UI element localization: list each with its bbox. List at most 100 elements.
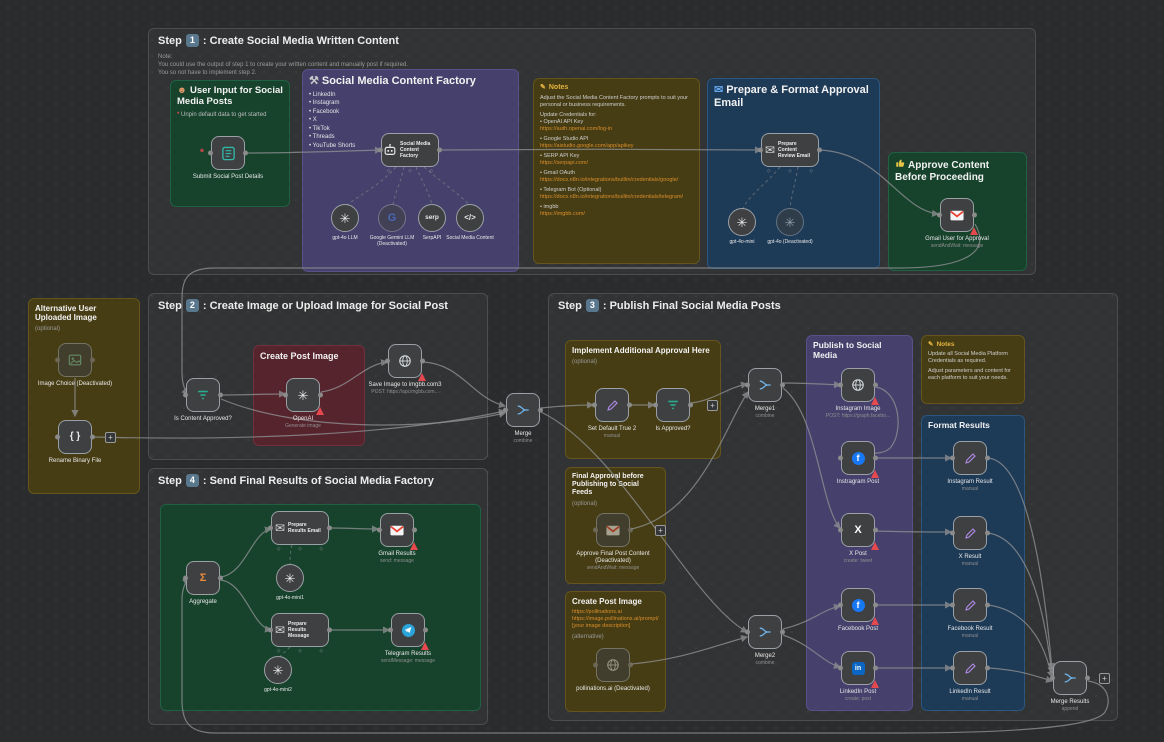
node-prepare-results-email[interactable]: ✉Prepare Results Email◇◇◇ — [271, 511, 329, 551]
warning-badge — [316, 407, 324, 415]
node-label-text: Save Image to imgbb.com3 — [368, 382, 442, 388]
node-gpt-4o[interactable]: ✳gpt-4o (Deactivated) — [767, 208, 813, 245]
node-body[interactable]: f — [841, 441, 879, 478]
node-body[interactable] — [186, 378, 220, 412]
node-body[interactable] — [596, 513, 630, 547]
node-body[interactable] — [58, 343, 92, 377]
sticky-body-line: Adjust parameters and content for each p… — [928, 368, 1011, 382]
node-prepare-content-review-email[interactable]: ✉Prepare Content Review Email◇◇◇ — [761, 133, 819, 173]
node-rename-binary-file[interactable]: { }Rename Binary File — [49, 420, 101, 464]
node-body[interactable] — [748, 615, 782, 649]
node-body[interactable] — [953, 516, 987, 550]
node-body[interactable]: X — [841, 513, 879, 550]
diamond-port: ◇ — [429, 168, 433, 173]
node-body[interactable]: f — [841, 588, 879, 625]
node-body[interactable] — [953, 441, 987, 475]
node-body[interactable]: </> — [456, 204, 484, 232]
gmail-icon — [606, 525, 620, 536]
add-node-button[interactable]: + — [707, 400, 718, 411]
node-body[interactable]: Social Media Content Factory — [381, 133, 439, 167]
node-body[interactable]: ✳ — [264, 656, 292, 684]
node-body[interactable] — [595, 388, 629, 422]
node-body[interactable] — [841, 368, 879, 405]
sticky-alt-upload[interactable]: Alternative User Uploaded Image(optional… — [28, 298, 140, 494]
node-body[interactable] — [211, 136, 245, 170]
node-prepare-results-message[interactable]: ✉Prepare Results Message◇◇◇ — [271, 613, 329, 653]
node-gpt-4o-mini1[interactable]: ✳gpt-4o-mini1 — [276, 564, 304, 601]
node-pollinations-ai[interactable]: pollinations.ai (Deactivated) — [576, 648, 650, 692]
sticky-title-text: User Input for Social Media Posts — [177, 85, 283, 107]
sticky-title: ✎Notes — [928, 341, 1018, 348]
node-approve-final-post-content[interactable]: Approve Final Post Content (Deactivated)… — [576, 513, 650, 571]
add-node-button[interactable]: + — [1099, 673, 1110, 684]
diamond-port: ◇ — [767, 168, 771, 173]
node-social-media-content-factory[interactable]: Social Media Content Factory◇◇◇ — [381, 133, 439, 173]
node-body[interactable] — [656, 388, 690, 422]
node-body[interactable]: serp — [418, 204, 446, 232]
node-body[interactable]: ✳ — [776, 208, 804, 236]
add-node-button[interactable]: + — [105, 432, 116, 443]
add-node-button[interactable]: + — [655, 525, 666, 536]
node-is-content-approved[interactable]: Is Content Approved? — [174, 378, 232, 422]
node-body[interactable] — [391, 613, 429, 650]
merge-icon — [516, 403, 530, 417]
node-body[interactable]: ✳ — [276, 564, 304, 592]
node-body[interactable] — [388, 344, 426, 381]
node-body[interactable]: ✳ — [728, 208, 756, 236]
node-body[interactable]: ✉Prepare Content Review Email — [761, 133, 819, 167]
gmail-icon — [950, 210, 964, 221]
node-body[interactable]: ✳ — [331, 204, 359, 232]
node-gpt-4o-mini2[interactable]: ✳gpt-4o-mini2 — [264, 656, 292, 693]
node-body[interactable]: ✳ — [286, 378, 324, 415]
sticky-impl-approval[interactable]: Implement Additional Approval Here(optio… — [565, 340, 721, 459]
node-body[interactable]: ✉Prepare Results Message — [271, 613, 329, 647]
node-body[interactable]: { } — [58, 420, 92, 454]
node-body[interactable]: Σ — [186, 561, 220, 595]
node-body[interactable] — [506, 393, 540, 427]
node-body[interactable] — [380, 513, 418, 550]
node-social-media-content[interactable]: </>Social Media Content — [446, 204, 494, 241]
node-body[interactable] — [953, 651, 987, 685]
node-body[interactable]: in — [841, 651, 879, 688]
merge-icon — [758, 625, 772, 639]
node-gpt-4o-mini[interactable]: ✳gpt-4o-mini — [728, 208, 756, 245]
node-body[interactable] — [748, 368, 782, 402]
node-body[interactable] — [940, 198, 978, 235]
node-image-choice[interactable]: Image Choice (Deactivated) — [38, 343, 112, 387]
node-submit-social-post-details[interactable]: Submit Social Post Details* — [193, 136, 263, 180]
node-body[interactable]: ✉Prepare Results Email — [271, 511, 329, 545]
node-is-approved[interactable]: Is Approved? — [655, 388, 691, 432]
node-body[interactable]: G — [378, 204, 406, 232]
node-body[interactable] — [596, 648, 630, 682]
node-body[interactable] — [953, 588, 987, 622]
node-gpt-4o-llm[interactable]: ✳gpt-4o LLM — [331, 204, 359, 241]
globe-icon — [606, 658, 620, 672]
node-body[interactable] — [1053, 661, 1087, 695]
